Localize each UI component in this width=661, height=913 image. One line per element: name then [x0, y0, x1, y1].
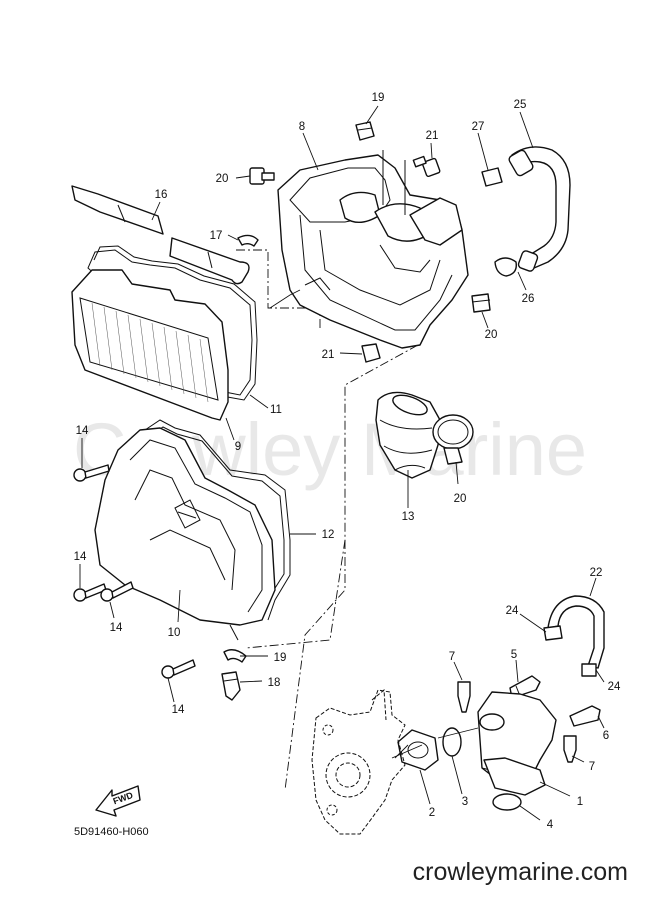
callout-14-d: 14 [172, 704, 185, 716]
lower-case-10 [94, 427, 276, 641]
callout-5: 5 [511, 649, 517, 661]
callout-8: 8 [299, 121, 305, 133]
bolt-6 [569, 705, 601, 727]
callout-10: 10 [168, 627, 181, 639]
gasket-12 [87, 245, 258, 401]
grommet-20-top [355, 121, 375, 141]
callout-4: 4 [547, 819, 554, 831]
manifold-1 [477, 691, 557, 796]
callout-7-left: 7 [449, 651, 455, 663]
clamp-16 [237, 234, 259, 247]
pipe-15 [71, 185, 250, 285]
callout-14-a: 14 [76, 425, 89, 437]
callout-24-top: 24 [506, 605, 519, 617]
callout-14-c: 14 [110, 622, 123, 634]
engine-block [311, 688, 406, 835]
callout-3: 3 [462, 796, 468, 808]
air-box-8 [277, 150, 469, 349]
intake-joint-11 [375, 391, 441, 479]
callout-7-right: 7 [589, 761, 595, 773]
callout-18: 19 [274, 652, 287, 664]
callout-12: 11 [270, 404, 282, 416]
callout-27: 27 [472, 121, 485, 133]
callout-2: 2 [429, 807, 435, 819]
leader-lines [79, 105, 605, 821]
callout-14-b: 14 [74, 551, 87, 563]
bolt-7-right [563, 735, 577, 763]
callout-20-right: 20 [485, 329, 498, 341]
filter-element-9 [71, 269, 229, 421]
spacer-2 [397, 729, 439, 771]
site-name: crowleymarine.com [413, 858, 628, 886]
o-ring-3 [442, 727, 462, 757]
callout-17: 18 [268, 677, 281, 689]
callout-9: 9 [235, 441, 241, 453]
band-clamp-19 [432, 414, 474, 465]
clamp-26 [494, 257, 517, 277]
bolt-7-left [457, 681, 471, 713]
clip-24-top [543, 625, 563, 641]
callout-25: 25 [514, 99, 527, 111]
plug-17 [221, 671, 241, 701]
callout-26: 26 [522, 293, 535, 305]
callout-16: 17 [210, 230, 223, 242]
fwd-arrow: FWD [95, 785, 141, 817]
callouts: 19 8 21 27 25 20 16 17 26 20 21 11 9 14 … [74, 92, 621, 831]
screw-21-right [412, 155, 441, 178]
screw-21-left [249, 167, 275, 185]
callout-15: 16 [155, 189, 168, 201]
callout-23: 22 [590, 567, 603, 579]
callout-19: 20 [454, 493, 467, 505]
clamp-27 [481, 167, 503, 187]
callout-1: 1 [577, 796, 583, 808]
gasket-13 [144, 419, 291, 621]
screw-14-a [73, 464, 110, 482]
screw-14-d [161, 659, 196, 679]
callout-21-right: 21 [426, 130, 439, 142]
callout-13: 12 [322, 529, 335, 541]
o-ring-4 [492, 793, 522, 811]
screw-14-c [100, 581, 134, 602]
hose-25 [508, 146, 571, 272]
callout-20-top: 19 [372, 92, 385, 104]
clip-22 [361, 343, 381, 363]
callout-21-left: 20 [216, 173, 229, 185]
diagram-code: 5D91460-H060 [74, 826, 149, 838]
callout-22: 21 [322, 349, 335, 361]
callout-11: 13 [402, 511, 415, 523]
callout-24-right: 24 [608, 681, 621, 693]
callout-6: 6 [603, 730, 609, 742]
clip-18 [223, 649, 247, 663]
clip-24-right [581, 663, 597, 677]
grommet-20-right [471, 293, 491, 313]
